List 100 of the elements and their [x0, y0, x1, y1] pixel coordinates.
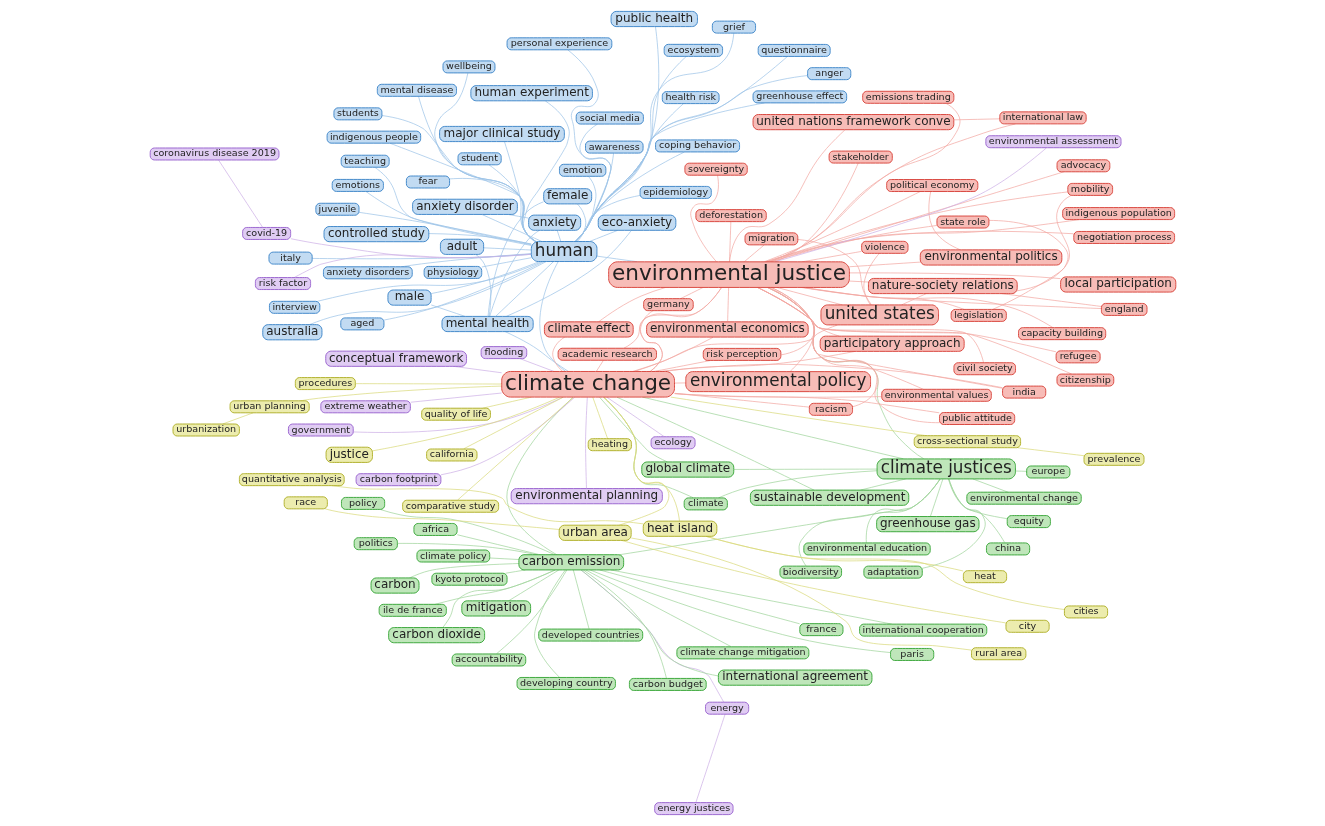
connector [538, 261, 566, 372]
node-box: australia [261, 324, 322, 341]
connector [428, 233, 532, 245]
node-box: migration [744, 232, 798, 246]
connector [584, 569, 732, 648]
node-box: state role [936, 215, 989, 229]
node-box: political economy [885, 179, 978, 192]
node-box: equity [1006, 515, 1051, 529]
connector [572, 569, 589, 630]
node-box: extreme weather [319, 400, 411, 414]
connector [222, 412, 253, 425]
connector [504, 331, 569, 372]
node-box: juvenile [314, 202, 359, 216]
node-box: adult [439, 238, 484, 255]
node-box: developing country [516, 677, 616, 690]
connector [481, 257, 532, 268]
node-box: energy justices [653, 802, 734, 816]
node-box: politics [353, 537, 398, 551]
node-box: human [530, 241, 597, 262]
node-box: developed countries [537, 628, 643, 642]
node-box: environmental education [802, 542, 931, 556]
connector [442, 569, 555, 628]
node-box: refugee [1055, 350, 1101, 364]
node-box: urban planning [229, 400, 310, 414]
connector [726, 287, 729, 323]
node-box: urban area [558, 524, 632, 541]
connector [574, 195, 640, 242]
connector [863, 253, 880, 306]
node-box: covid-19 [241, 227, 291, 240]
node-box: nature-society relations [867, 277, 1018, 295]
node-box: comparative study [401, 499, 499, 513]
node-box: emissions trading [861, 90, 954, 104]
node-box: ile de france [378, 603, 447, 617]
node-box: local participation [1059, 276, 1176, 293]
node-box: controlled study [323, 226, 429, 243]
node-box: teaching [340, 154, 390, 168]
node-box: cities [1063, 605, 1108, 619]
node-box: carbon footprint [355, 473, 441, 487]
node-box: rural area [970, 647, 1026, 661]
node-box: stakeholder [828, 150, 893, 164]
connector [705, 536, 1065, 610]
connector [598, 396, 668, 463]
node-box: flooding [480, 346, 527, 360]
connector [689, 174, 719, 263]
node-box: environmental politics [919, 249, 1062, 266]
connector [580, 569, 719, 677]
node-box: india [1001, 385, 1046, 399]
node-box: united nations framework conve [752, 114, 954, 131]
connector [379, 509, 555, 555]
node-box: health risk [661, 91, 720, 105]
connector [972, 478, 1008, 493]
node-box: awareness [584, 140, 644, 154]
node-box: human experiment [469, 85, 593, 102]
node-box: climate justices [876, 458, 1016, 480]
node-box: england [1100, 302, 1147, 316]
connector [848, 280, 869, 283]
node-box: male [386, 289, 432, 306]
node-box: africa [412, 523, 458, 536]
connector [456, 396, 574, 501]
node-box: emotions [331, 178, 384, 192]
connector [947, 478, 1007, 519]
connector [765, 191, 1068, 263]
node-box: epidemiology [639, 185, 712, 199]
connector [408, 563, 519, 579]
node-box: accountability [451, 653, 526, 667]
node-box: international cooperation [858, 623, 987, 637]
connector [475, 254, 491, 317]
connector [494, 261, 554, 317]
node-box: students [332, 107, 382, 121]
node-box: indigenous population [1061, 207, 1175, 221]
node-box: anxiety [527, 214, 581, 231]
node-box: california [425, 448, 477, 462]
node-box: student [457, 152, 502, 166]
connector [489, 557, 519, 560]
node-box: anxiety disorder [411, 198, 518, 215]
node-box: public attitude [938, 412, 1015, 425]
connector [728, 129, 845, 263]
node-box: eco-anxiety [597, 214, 676, 231]
node-box: mitigation [460, 600, 531, 617]
node-box: sovereignty [683, 162, 748, 176]
connector [522, 100, 570, 242]
node-box: urbanization [172, 423, 240, 437]
node-box: personal experience [506, 37, 612, 51]
node-box: risk factor [254, 277, 311, 291]
node-box: justice [325, 446, 373, 463]
connector [551, 336, 565, 372]
node-box: italy [268, 251, 313, 265]
node-box: ecology [650, 436, 696, 450]
node-box: interview [268, 300, 320, 314]
node-box: quantitative analysis [238, 473, 345, 487]
connector [673, 382, 686, 384]
connector [430, 261, 540, 294]
node-box: major clinical study [438, 125, 565, 143]
node-box: mobility [1066, 182, 1113, 196]
connector [1016, 447, 1084, 457]
connector [733, 468, 877, 470]
connector [504, 569, 526, 574]
node-box: china [985, 542, 1030, 556]
node-box: fear [405, 175, 450, 189]
connector [482, 247, 532, 251]
